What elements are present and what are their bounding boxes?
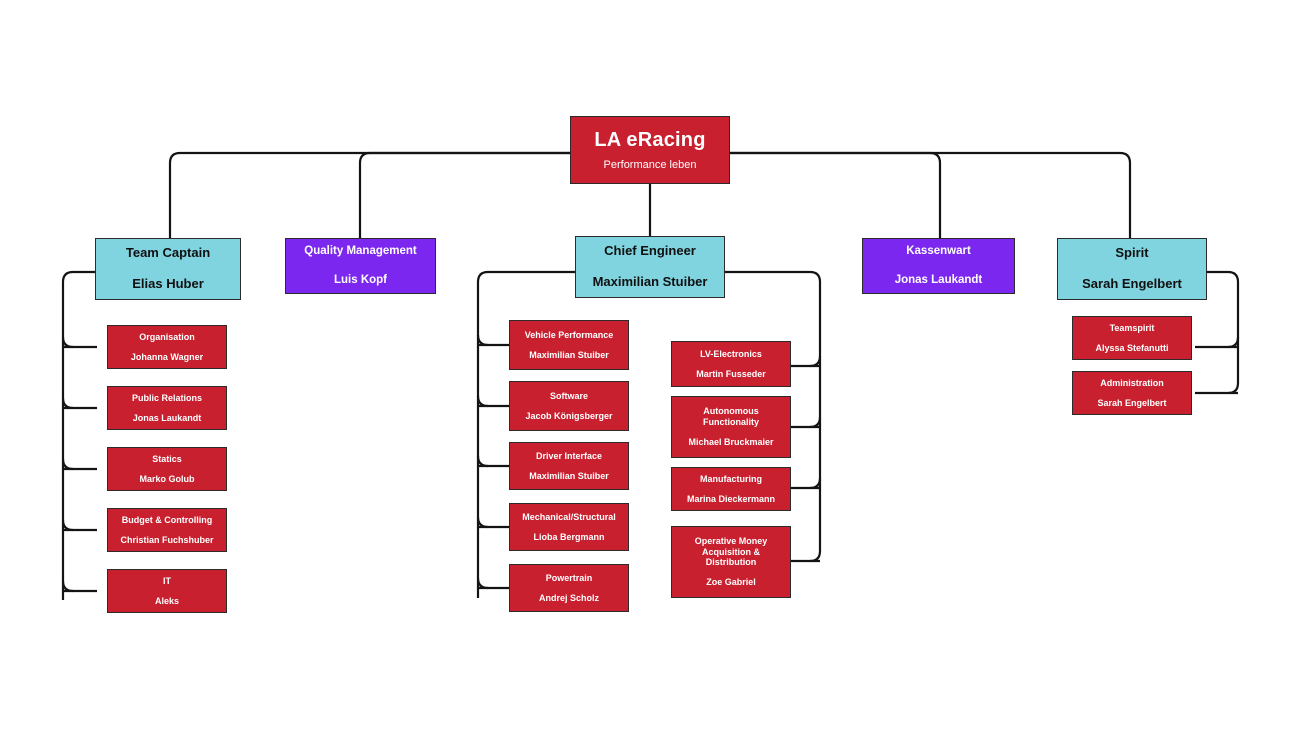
node-manufacturing-person: Marina Dieckermann: [686, 494, 776, 504]
node-mechanical-structural-title: Mechanical/Structural: [522, 511, 616, 522]
node-kassenwart-person: Jonas Laukandt: [894, 273, 983, 286]
node-organisation-title: Organisation: [139, 331, 195, 342]
node-root[interactable]: LA eRacing Performance leben: [570, 116, 730, 184]
node-public-relations-title: Public Relations: [131, 392, 202, 403]
node-quality-management-title: Quality Management: [304, 245, 417, 258]
node-statics[interactable]: Statics Marko Golub: [107, 447, 227, 491]
node-vehicle-performance-title: Vehicle Performance: [524, 329, 614, 340]
node-driver-interface-person: Maximilian Stuiber: [529, 471, 609, 481]
node-kassenwart[interactable]: Kassenwart Jonas Laukandt: [862, 238, 1015, 294]
node-spirit[interactable]: Spirit Sarah Engelbert: [1057, 238, 1207, 300]
node-chief-engineer-title: Chief Engineer: [604, 243, 696, 259]
node-budget-controlling-title: Budget & Controlling: [121, 514, 213, 525]
node-budget-controlling[interactable]: Budget & Controlling Christian Fuchshube…: [107, 508, 227, 552]
node-budget-controlling-person: Christian Fuchshuber: [120, 535, 214, 545]
node-it-person: Aleks: [154, 596, 180, 606]
node-statics-person: Marko Golub: [139, 474, 195, 484]
node-it-title: IT: [163, 575, 171, 586]
node-mechanical-structural-person: Lioba Bergmann: [533, 532, 605, 542]
node-autonomous-functionality[interactable]: Autonomous Functionality Michael Bruckma…: [671, 396, 791, 458]
node-powertrain-person: Andrej Scholz: [538, 593, 599, 603]
node-powertrain-title: Powertrain: [545, 572, 593, 583]
node-root-subtitle: Performance leben: [603, 158, 697, 171]
node-statics-title: Statics: [152, 453, 182, 464]
node-powertrain[interactable]: Powertrain Andrej Scholz: [509, 564, 629, 612]
node-team-captain-person: Elias Huber: [132, 276, 204, 291]
node-operative-money-title: Operative Money Acquisition & Distributi…: [694, 536, 768, 567]
node-root-title: LA eRacing: [594, 128, 706, 151]
node-spirit-title: Spirit: [1115, 245, 1149, 261]
node-manufacturing-title: Manufacturing: [700, 473, 762, 484]
node-public-relations[interactable]: Public Relations Jonas Laukandt: [107, 386, 227, 430]
node-administration[interactable]: Administration Sarah Engelbert: [1072, 371, 1192, 415]
node-team-captain[interactable]: Team Captain Elias Huber: [95, 238, 241, 300]
node-quality-management-person: Luis Kopf: [333, 273, 388, 286]
node-operative-money-person: Zoe Gabriel: [706, 577, 756, 588]
node-quality-management[interactable]: Quality Management Luis Kopf: [285, 238, 436, 294]
node-team-captain-title: Team Captain: [125, 245, 211, 261]
node-operative-money-acquisition-distribution[interactable]: Operative Money Acquisition & Distributi…: [671, 526, 791, 598]
node-software-title: Software: [549, 390, 588, 401]
node-organisation-person: Johanna Wagner: [130, 352, 204, 362]
node-autonomous-functionality-person: Michael Bruckmaier: [688, 437, 774, 448]
node-public-relations-person: Jonas Laukandt: [132, 413, 202, 423]
node-vehicle-performance-person: Maximilian Stuiber: [529, 350, 609, 360]
node-autonomous-functionality-title: Autonomous Functionality: [703, 406, 759, 427]
node-administration-person: Sarah Engelbert: [1097, 398, 1167, 408]
node-driver-interface-title: Driver Interface: [535, 450, 603, 461]
node-lv-electronics[interactable]: LV-Electronics Martin Fusseder: [671, 341, 791, 387]
node-manufacturing[interactable]: Manufacturing Marina Dieckermann: [671, 467, 791, 511]
node-vehicle-performance[interactable]: Vehicle Performance Maximilian Stuiber: [509, 320, 629, 370]
node-spirit-person: Sarah Engelbert: [1082, 276, 1182, 291]
node-administration-title: Administration: [1100, 377, 1164, 388]
node-lv-electronics-title: LV-Electronics: [700, 348, 762, 359]
node-chief-engineer-person: Maximilian Stuiber: [592, 274, 708, 289]
node-software[interactable]: Software Jacob Königsberger: [509, 381, 629, 431]
node-mechanical-structural[interactable]: Mechanical/Structural Lioba Bergmann: [509, 503, 629, 551]
node-lv-electronics-person: Martin Fusseder: [696, 369, 766, 379]
node-driver-interface[interactable]: Driver Interface Maximilian Stuiber: [509, 442, 629, 490]
node-organisation[interactable]: Organisation Johanna Wagner: [107, 325, 227, 369]
node-teamspirit[interactable]: Teamspirit Alyssa Stefanutti: [1072, 316, 1192, 360]
node-teamspirit-person: Alyssa Stefanutti: [1095, 343, 1169, 353]
node-chief-engineer[interactable]: Chief Engineer Maximilian Stuiber: [575, 236, 725, 298]
node-teamspirit-title: Teamspirit: [1109, 322, 1155, 333]
node-it[interactable]: IT Aleks: [107, 569, 227, 613]
node-kassenwart-title: Kassenwart: [906, 245, 971, 258]
node-software-person: Jacob Königsberger: [525, 411, 613, 421]
